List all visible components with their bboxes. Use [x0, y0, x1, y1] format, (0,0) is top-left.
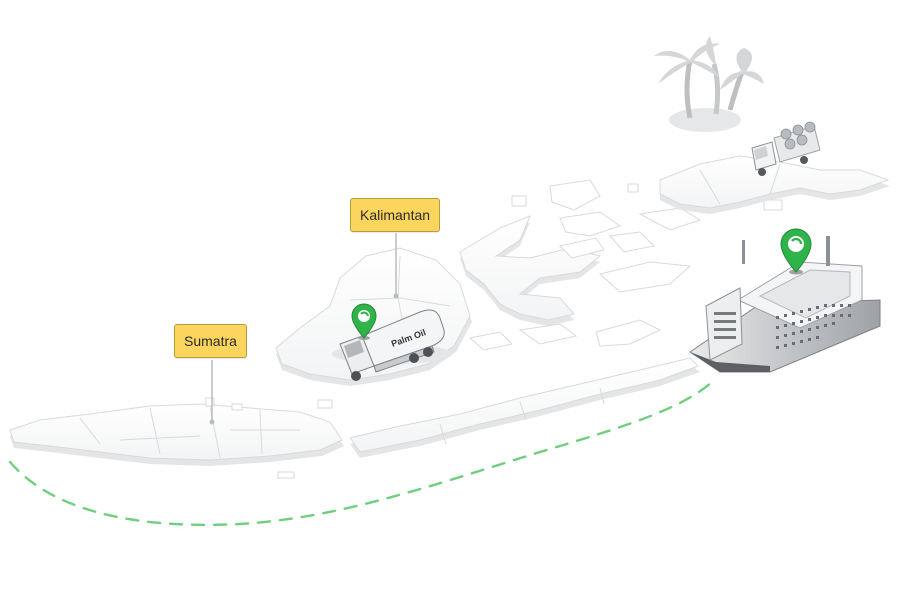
- shipping-route: [8, 380, 714, 527]
- maluku-islands: [468, 179, 783, 351]
- cargo-truck: [751, 121, 821, 176]
- kalimantan-label: Kalimantan: [350, 198, 441, 232]
- southern-islands: [9, 357, 700, 479]
- cargo-ship: [689, 236, 881, 373]
- palm-trees: [654, 36, 764, 132]
- sumatra-pin-dot: [209, 419, 215, 425]
- ship-location-marker: [780, 228, 812, 275]
- kalimantan-location-marker: [351, 303, 377, 340]
- sumatra-label: Sumatra: [174, 324, 247, 358]
- kalimantan-pin-dot: [393, 293, 399, 299]
- sulawesi-island: [459, 215, 602, 326]
- palm-oil-tanker: Palm Oil: [332, 309, 452, 381]
